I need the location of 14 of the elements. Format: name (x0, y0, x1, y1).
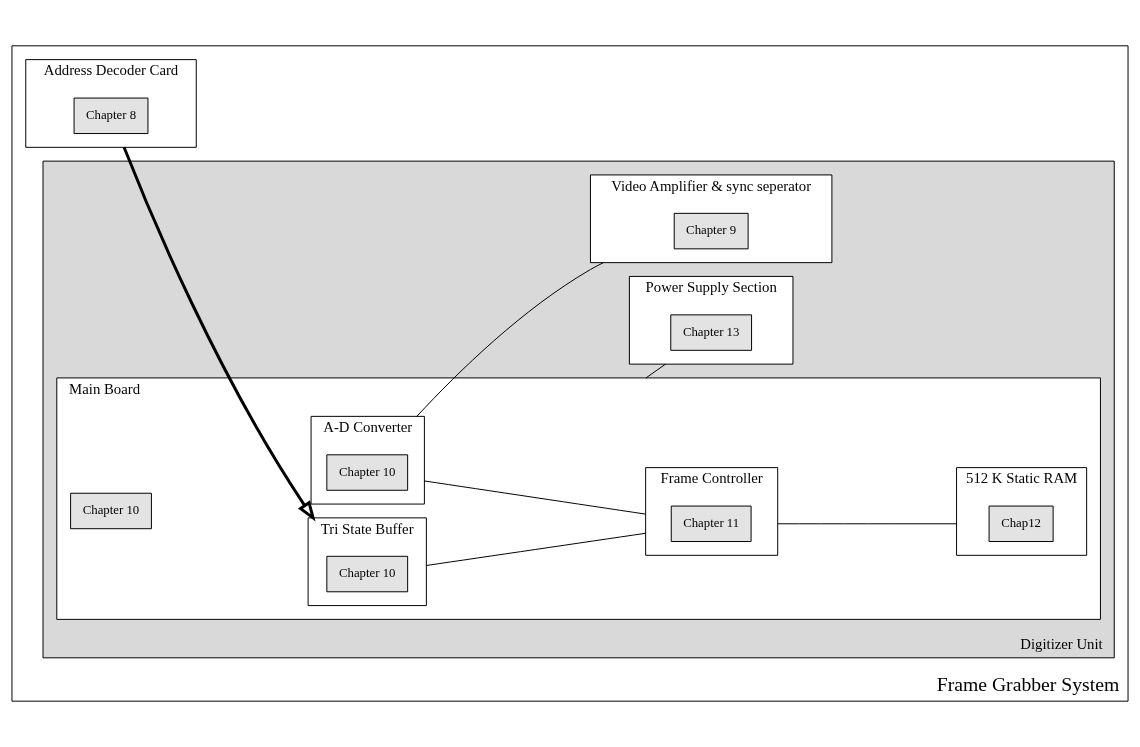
node-box: Chapter 11 (670, 505, 752, 543)
node-box: Chapter 9 (673, 212, 749, 250)
node-box: Chapter 13 (670, 314, 753, 351)
node-box: Chapter 8 (73, 97, 149, 135)
node-box: Chap12 (988, 505, 1054, 543)
node-box: Chapter 10 (70, 492, 152, 530)
connector (416, 262, 604, 417)
connector (423, 480, 647, 515)
connector (645, 363, 666, 379)
connector (777, 523, 958, 525)
node-box: Chapter 10 (326, 454, 409, 491)
arrow (122, 146, 316, 522)
connector (425, 532, 647, 566)
node-box: Chapter 10 (326, 555, 409, 593)
